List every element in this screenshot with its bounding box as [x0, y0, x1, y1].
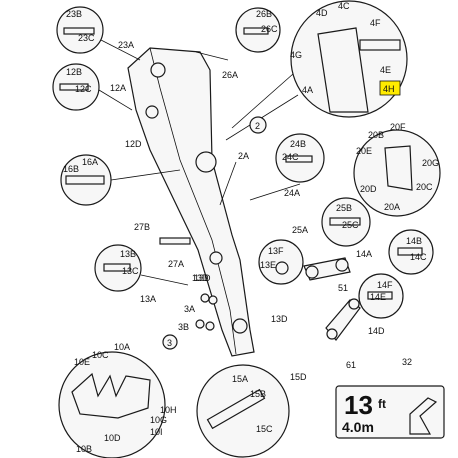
label-15a: 15A: [232, 374, 248, 384]
label-3b: 3B: [178, 322, 189, 332]
label-4g: 4G: [290, 50, 302, 60]
label-20d: 20D: [360, 184, 377, 194]
label-13f: 13F: [268, 246, 284, 256]
label-23b: 23B: [66, 9, 82, 19]
label-4h: 4H: [383, 84, 395, 94]
label-14f: 14F: [377, 280, 393, 290]
label-23c: 23C: [78, 33, 95, 43]
excavator-pictogram: [409, 397, 438, 435]
label-24c: 24C: [282, 152, 299, 162]
callout-12: 12B 12C 12A 12D: [52, 63, 142, 149]
label-20b: 20B: [368, 130, 384, 140]
label-13a: 13A: [140, 294, 156, 304]
label-61: 61: [346, 360, 356, 370]
callout-2: 2 2A: [219, 116, 267, 206]
label-12b: 12B: [66, 67, 82, 77]
callout-10: 10E 10C 10A 10H 10G 10I 10B 10D: [58, 342, 177, 458]
label-25c: 25C: [342, 220, 359, 230]
label-10a: 10A: [114, 342, 130, 352]
group-3: 13D 3A 3B 3 13D: [162, 273, 288, 350]
decal-metric: 4.0m: [342, 419, 374, 435]
label-10g: 10G: [150, 415, 167, 425]
callout-4: 4D 4C 4F 4G 4E 4A 4H: [225, 0, 408, 141]
callout-24: 24B 24C 24A: [249, 133, 325, 201]
label-24a: 24A: [284, 188, 300, 198]
callout-25: 25B 25C 25A: [292, 197, 371, 247]
group-27: 27B 27A: [134, 222, 191, 269]
label-10h: 10H: [160, 405, 177, 415]
label-20f: 20F: [390, 122, 406, 132]
label-13d-top: 13D: [194, 273, 211, 283]
label-12a: 12A: [110, 83, 126, 93]
label-20g: 20G: [422, 158, 439, 168]
link-51: 14A 51: [303, 249, 372, 293]
label-14c: 14C: [410, 252, 427, 262]
label-26a: 26A: [222, 70, 238, 80]
label-4e: 4E: [380, 65, 391, 75]
callout-26: 26B 26C 26A: [195, 7, 281, 80]
label-2a: 2A: [238, 151, 249, 161]
label-16a: 16A: [82, 157, 98, 167]
label-13d-left: 13D: [192, 273, 209, 283]
label-20e: 20E: [356, 146, 372, 156]
boom-arm: [127, 47, 255, 357]
label-25a: 25A: [292, 225, 308, 235]
label-10b: 10B: [76, 444, 92, 454]
callout-14ef: 14F 14E 14D: [358, 273, 404, 336]
label-10e: 10E: [74, 357, 90, 367]
label-3a: 3A: [184, 304, 195, 314]
callout-20: 20F 20B 20E 20G 20D 20C 20A: [353, 122, 441, 217]
label-4f: 4F: [370, 18, 381, 28]
decal-32: 32 13 ft 4.0m: [335, 357, 445, 439]
label-27a: 27A: [168, 259, 184, 269]
label-27b: 27B: [134, 222, 150, 232]
label-10c: 10C: [92, 350, 109, 360]
callout-15: 15A 15B 15C 15D: [196, 364, 307, 458]
callout-13: 13B 13C 13A 13D: [94, 244, 211, 304]
label-13c: 13C: [122, 266, 139, 276]
callout-14bc: 14B 14C: [388, 229, 434, 275]
label-13d-right: 13D: [271, 314, 288, 324]
label-2: 2: [255, 121, 260, 131]
highlight-4h: [379, 80, 401, 96]
label-10d: 10D: [104, 433, 121, 443]
label-25b: 25B: [336, 203, 352, 213]
callout-16: 16B 16A: [60, 154, 181, 206]
label-26b: 26B: [256, 9, 272, 19]
label-16b: 16B: [63, 164, 79, 174]
label-13b: 13B: [120, 249, 136, 259]
decal-unit: ft: [378, 397, 386, 411]
label-10i: 10I: [150, 427, 163, 437]
label-26c: 26C: [261, 24, 278, 34]
label-14a: 14A: [356, 249, 372, 259]
label-23a: 23A: [118, 40, 134, 50]
label-14b: 14B: [406, 236, 422, 246]
label-12d: 12D: [125, 139, 142, 149]
label-20a: 20A: [384, 202, 400, 212]
label-4d: 4D: [316, 8, 328, 18]
label-12c: 12C: [75, 84, 92, 94]
label-51: 51: [338, 283, 348, 293]
label-4c: 4C: [338, 1, 350, 11]
decal-number: 13: [344, 390, 373, 420]
label-15c: 15C: [256, 424, 273, 434]
label-14d: 14D: [368, 326, 385, 336]
label-24b: 24B: [290, 139, 306, 149]
link-61: 61: [325, 298, 361, 370]
callout-13ef: 13F 13E: [258, 239, 304, 285]
label-32: 32: [402, 357, 412, 367]
label-3: 3: [167, 338, 172, 348]
callout-23: 23B 23C 23A: [56, 6, 141, 61]
label-15d: 15D: [290, 372, 307, 382]
label-4a: 4A: [302, 85, 313, 95]
label-13e: 13E: [260, 260, 276, 270]
label-15b: 15B: [250, 389, 266, 399]
label-14e: 14E: [370, 292, 386, 302]
label-20c: 20C: [416, 182, 433, 192]
